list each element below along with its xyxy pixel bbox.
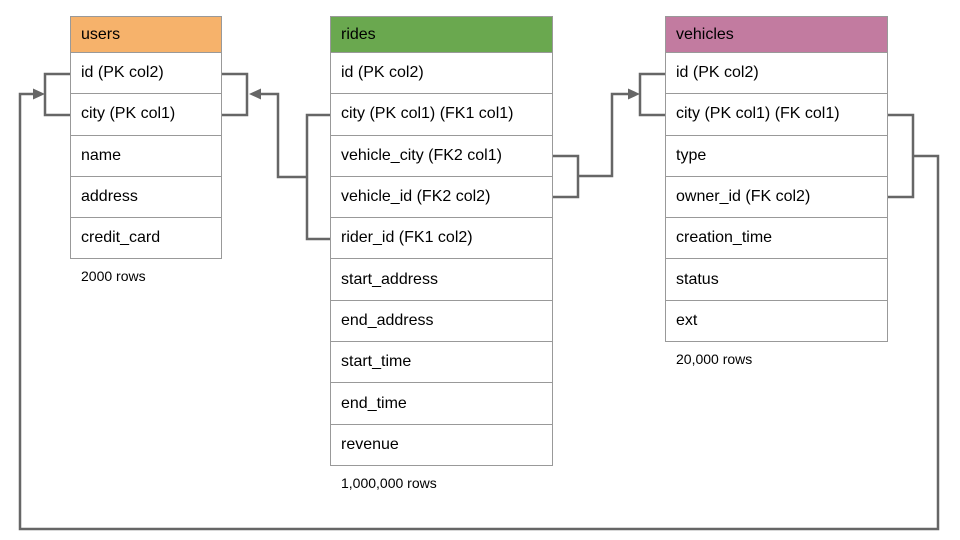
column-row: id (PK col2) bbox=[330, 53, 553, 95]
column-label: revenue bbox=[341, 435, 399, 453]
db-table-rides: rides id (PK col2) city (PK col1) (FK1 c… bbox=[330, 16, 553, 491]
column-row: id (PK col2) bbox=[70, 53, 222, 95]
column-row: vehicle_id (FK2 col2) bbox=[330, 176, 553, 219]
column-row: id (PK col2) bbox=[665, 53, 888, 95]
arrowhead-icon bbox=[249, 88, 261, 100]
column-label: end_time bbox=[341, 394, 407, 412]
table-columns: id (PK col2) city (PK col1) (FK1 col1) v… bbox=[330, 53, 553, 466]
table-columns: id (PK col2) city (PK col1) name address… bbox=[70, 53, 222, 260]
column-row: start_time bbox=[330, 342, 553, 384]
column-label: vehicle_id (FK2 col2) bbox=[341, 188, 491, 206]
table-header: rides bbox=[330, 16, 553, 53]
column-row: city (PK col1) (FK1 col1) bbox=[330, 94, 553, 136]
column-label: name bbox=[81, 146, 122, 164]
column-row: city (PK col1) (FK col1) bbox=[665, 94, 888, 136]
column-label: type bbox=[676, 146, 707, 164]
table-title: users bbox=[81, 25, 121, 43]
row-count-label: 20,000 rows bbox=[676, 351, 753, 368]
column-label: id (PK col2) bbox=[341, 64, 424, 82]
column-row: revenue bbox=[330, 424, 553, 466]
column-row: owner_id (FK col2) bbox=[665, 176, 888, 219]
db-table-users: users id (PK col2) city (PK col1) name a… bbox=[70, 16, 222, 284]
column-row: end_address bbox=[330, 300, 553, 343]
table-title: vehicles bbox=[676, 25, 734, 43]
column-row: city (PK col1) bbox=[70, 94, 222, 136]
table-header: vehicles bbox=[665, 16, 888, 53]
connector-fk2-rides-to-vehicles bbox=[553, 72, 665, 199]
column-row: start_address bbox=[330, 259, 553, 301]
column-row: status bbox=[665, 259, 888, 301]
connector-fk1-rides-to-users bbox=[222, 72, 330, 241]
column-label: creation_time bbox=[676, 229, 773, 247]
arrowhead-icon bbox=[628, 88, 640, 100]
column-label: credit_card bbox=[81, 229, 161, 247]
row-count-label: 1,000,000 rows bbox=[341, 474, 437, 491]
column-label: owner_id (FK col2) bbox=[676, 188, 811, 206]
column-label: start_time bbox=[341, 353, 412, 371]
column-row: type bbox=[665, 135, 888, 177]
column-row: rider_id (FK1 col2) bbox=[330, 218, 553, 260]
column-label: city (PK col1) (FK1 col1) bbox=[341, 105, 514, 123]
connector-fk-vehicles-to-users bbox=[18, 72, 940, 531]
table-title: rides bbox=[341, 25, 376, 43]
column-row: vehicle_city (FK2 col1) bbox=[330, 135, 553, 177]
column-row: address bbox=[70, 176, 222, 219]
column-label: address bbox=[81, 188, 138, 206]
column-label: city (PK col1) bbox=[81, 105, 176, 123]
column-row: creation_time bbox=[665, 218, 888, 260]
column-row: name bbox=[70, 135, 222, 177]
column-label: id (PK col2) bbox=[81, 64, 164, 82]
column-label: vehicle_city (FK2 col1) bbox=[341, 146, 502, 164]
column-label: ext bbox=[676, 311, 698, 329]
arrowhead-icon bbox=[33, 88, 45, 100]
column-row: ext bbox=[665, 300, 888, 343]
column-label: id (PK col2) bbox=[676, 64, 759, 82]
column-label: rider_id (FK1 col2) bbox=[341, 229, 473, 247]
column-label: status bbox=[676, 270, 719, 288]
column-label: city (PK col1) (FK col1) bbox=[676, 105, 840, 123]
table-header: users bbox=[70, 16, 222, 53]
column-row: credit_card bbox=[70, 218, 222, 260]
column-label: end_address bbox=[341, 311, 434, 329]
db-table-vehicles: vehicles id (PK col2) city (PK col1) (FK… bbox=[665, 16, 888, 367]
row-count-label: 2000 rows bbox=[81, 268, 146, 285]
column-row: end_time bbox=[330, 383, 553, 425]
table-columns: id (PK col2) city (PK col1) (FK col1) ty… bbox=[665, 53, 888, 343]
column-label: start_address bbox=[341, 270, 438, 288]
